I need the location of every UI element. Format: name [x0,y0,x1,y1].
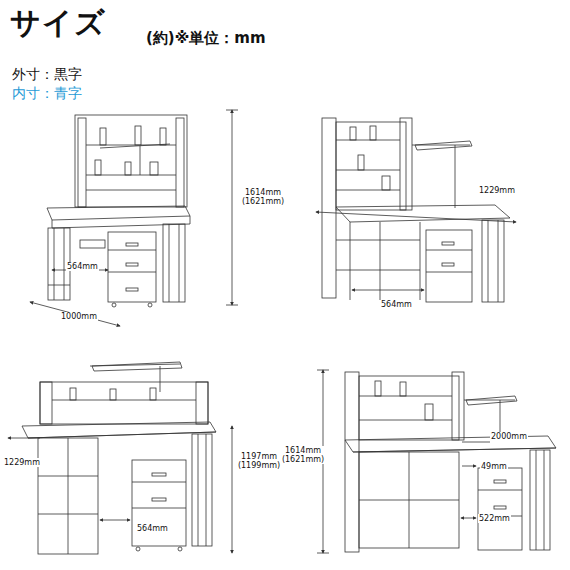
width-dimension: 1229mm [478,186,516,195]
height-dimension: 1197mm (1199mm) [236,452,282,470]
gap-dimension: 49mm [480,462,508,471]
dimension-lines [316,212,516,290]
outer-size-key: 外寸：黒字 [12,66,82,82]
width-dimension: 564mm [380,300,413,309]
page-title: サイズ [10,6,106,41]
height-dimension: 1614mm (1621mm) [280,446,326,464]
dimension-lines [30,110,238,326]
dimension-lines [317,370,490,553]
height-dimension: 1614mm (1621mm) [240,188,286,206]
inner-size-key: 内寸：青字 [12,85,82,101]
width-dimension: 522mm [478,514,511,523]
dimension-lines [8,426,232,553]
desk-angle-view [322,118,510,302]
desk-wide-view [345,372,556,552]
width-dimension: 564mm [136,524,169,533]
desk-front-view [47,115,190,307]
desk-low-view [22,362,216,554]
width-dimension: 564mm [66,262,99,271]
width-dimension: 1000mm [60,312,98,321]
unit-note: (約)※単位：mm [146,30,266,47]
width-dimension: 1229mm [3,458,41,467]
width-dimension: 2000mm [490,432,528,441]
